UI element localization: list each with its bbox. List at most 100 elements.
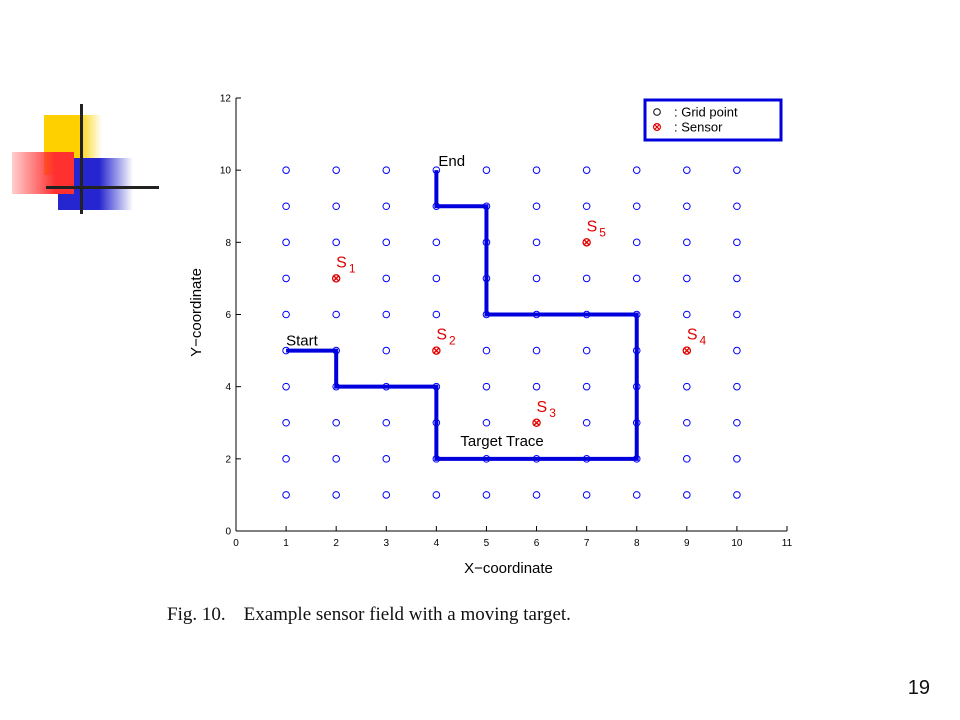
- grid-point: [482, 491, 491, 499]
- grid-point: [582, 491, 591, 499]
- legend-label: : Sensor: [674, 120, 723, 135]
- grid-point: [382, 166, 391, 174]
- grid-point: [733, 202, 741, 211]
- grid-point: [432, 310, 441, 319]
- figure-caption: Fig. 10. Example sensor field with a movi…: [167, 604, 571, 626]
- grid-point: [683, 238, 691, 247]
- x-tick-label: 0: [233, 538, 239, 549]
- annotation-label: End: [438, 153, 465, 170]
- grid-point: [282, 382, 290, 391]
- horizontal-line: [46, 186, 159, 189]
- x-tick-label: 2: [333, 538, 339, 549]
- grid-point: [683, 491, 691, 499]
- legend-sensor-cross: [654, 124, 660, 130]
- grid-point: [532, 491, 541, 499]
- grid-point: [582, 382, 591, 391]
- grid-point: [482, 346, 491, 355]
- x-tick-label: 8: [634, 538, 640, 549]
- grid-point: [733, 166, 741, 174]
- caption-text: Example sensor field with a moving targe…: [243, 604, 571, 625]
- grid-point: [733, 491, 741, 499]
- grid-point: [382, 238, 391, 247]
- target-trace: [286, 170, 639, 461]
- sensor-cross: [333, 275, 340, 282]
- x-tick-label: 4: [434, 538, 440, 549]
- y-tick-label: 2: [225, 454, 231, 465]
- legend-box: [643, 98, 783, 142]
- y-axis-label: Y−coordinate: [188, 268, 205, 357]
- grid-point: [382, 491, 391, 499]
- grid-point: [332, 166, 340, 174]
- x-tick-label: 1: [283, 538, 289, 549]
- grid-point: [382, 202, 391, 211]
- grid-point: [733, 274, 741, 283]
- sensor-cross: [683, 347, 690, 354]
- y-tick-label: 6: [225, 310, 231, 321]
- x-tick-label: 11: [782, 538, 793, 549]
- vertical-line: [80, 104, 83, 214]
- grid-point: [282, 166, 290, 174]
- grid-point: [683, 455, 691, 463]
- grid-point: [532, 238, 541, 247]
- trace-line: [286, 170, 639, 461]
- y-tick-label: 4: [225, 382, 231, 393]
- sensor-cross: [533, 419, 540, 426]
- x-axis-label: X−coordinate: [464, 560, 553, 577]
- grid-point: [632, 166, 641, 174]
- grid-point: [632, 491, 641, 499]
- grid-point: [332, 491, 340, 499]
- grid-point: [382, 274, 391, 283]
- grid-points: [282, 166, 741, 499]
- grid-point: [683, 202, 691, 211]
- grid-point: [282, 202, 290, 211]
- y-tick-label: 8: [225, 238, 231, 249]
- grid-point: [532, 382, 541, 391]
- sensor-cross: [433, 347, 440, 354]
- grid-point: [582, 274, 591, 283]
- grid-point: [683, 166, 691, 174]
- grid-point: [332, 202, 340, 211]
- grid-point: [733, 346, 741, 355]
- grid-point: [683, 310, 691, 319]
- y-tick-label: 0: [225, 527, 231, 538]
- grid-point: [332, 310, 340, 319]
- grid-point: [382, 310, 391, 319]
- grid-point: [332, 418, 340, 427]
- x-tick-label: 7: [584, 538, 590, 549]
- legend: : Grid point: Sensor: [643, 98, 783, 142]
- grid-point: [632, 238, 641, 247]
- annotation-label: Start: [286, 333, 319, 350]
- grid-point: [733, 382, 741, 391]
- grid-point: [332, 455, 340, 463]
- caption-label: Fig. 10.: [167, 604, 226, 625]
- grid-point: [733, 310, 741, 319]
- grid-point: [683, 274, 691, 283]
- grid-point: [582, 346, 591, 355]
- grid-point: [683, 382, 691, 391]
- grid-point: [632, 202, 641, 211]
- x-tick-label: 3: [383, 538, 389, 549]
- grid-point: [532, 274, 541, 283]
- x-tick-label: 5: [484, 538, 490, 549]
- grid-point: [382, 346, 391, 355]
- decorative-logo: [10, 100, 160, 215]
- grid-point: [632, 274, 641, 283]
- grid-point: [582, 418, 591, 427]
- grid-point: [332, 238, 340, 247]
- x-tick-label: 9: [684, 538, 690, 549]
- grid-point: [382, 455, 391, 463]
- x-tick-label: 6: [534, 538, 540, 549]
- grid-point: [733, 455, 741, 463]
- grid-point: [482, 418, 491, 427]
